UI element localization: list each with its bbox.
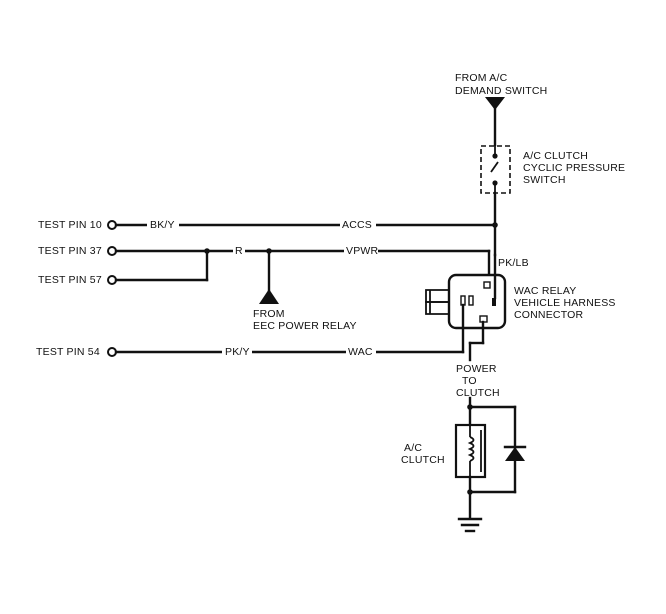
terminal-left xyxy=(460,295,466,306)
cyclic-label-2: CYCLIC PRESSURE xyxy=(523,162,625,174)
from-ac-demand-label-1: FROM A/C xyxy=(455,72,508,84)
wac-relay-label-3: CONNECTOR xyxy=(514,309,583,321)
terminal-right xyxy=(492,298,496,306)
wire-bky-label: BK/Y xyxy=(150,219,175,231)
wire-r-label: R xyxy=(235,245,243,257)
wire-pky-label: PK/Y xyxy=(225,346,250,358)
ac-clutch-label-2: CLUTCH xyxy=(401,454,445,466)
test-pin-37-circuit: TEST PIN 37 R VPWR PK/LB xyxy=(38,223,529,287)
eec-arrow-icon xyxy=(259,289,279,304)
ac-clutch-label-1: A/C xyxy=(404,442,422,454)
clutch-coil-icon xyxy=(467,436,475,462)
test-pin-10-label: TEST PIN 10 xyxy=(38,219,102,231)
wire-vpwr-label: VPWR xyxy=(346,245,379,257)
power-label-3: CLUTCH xyxy=(456,387,500,399)
power-label-1: POWER xyxy=(456,363,497,375)
wire-wac-label: WAC xyxy=(348,346,373,358)
cyclic-label-3: SWITCH xyxy=(523,174,566,186)
test-pin-54-circuit: TEST PIN 54 PK/Y WAC xyxy=(36,303,465,358)
switch-blade-icon xyxy=(490,161,499,173)
from-ac-demand-label-2: DEMAND SWITCH xyxy=(455,85,547,97)
connector-latch-lower xyxy=(425,301,449,315)
wac-relay-housing xyxy=(447,273,507,330)
test-pin-54-label: TEST PIN 54 xyxy=(36,346,100,358)
wire-pklb-label: PK/LB xyxy=(498,257,529,269)
cyclic-pressure-switch: A/C CLUTCH CYCLIC PRESSURE SWITCH xyxy=(480,145,625,194)
test-pin-57-label: TEST PIN 57 xyxy=(38,274,102,286)
test-pin-37-label: TEST PIN 37 xyxy=(38,245,102,257)
wac-relay-label-1: WAC RELAY xyxy=(514,285,576,297)
cyclic-label-1: A/C CLUTCH xyxy=(523,150,588,162)
ac-clutch: A/C CLUTCH xyxy=(401,423,487,479)
terminal-mid xyxy=(468,295,474,306)
test-pin-57-circuit: TEST PIN 57 xyxy=(38,249,209,286)
terminal-top xyxy=(483,281,491,289)
power-to-clutch-label: POWER TO CLUTCH xyxy=(456,363,500,399)
wac-relay-label-2: VEHICLE HARNESS xyxy=(514,297,616,309)
from-eec-label-2: EEC POWER RELAY xyxy=(253,320,357,332)
ground-icon xyxy=(457,517,483,533)
from-eec-label-1: FROM xyxy=(253,308,285,320)
diode-icon xyxy=(505,447,525,461)
from-eec-power-relay: FROM EEC POWER RELAY xyxy=(253,249,357,332)
clamping-diode xyxy=(503,445,527,461)
from-ac-demand-switch: FROM A/C DEMAND SWITCH xyxy=(455,72,547,110)
power-label-2: TO xyxy=(462,375,477,387)
connector-arrow-icon xyxy=(485,97,505,110)
wire-accs-label: ACCS xyxy=(342,219,372,231)
test-pin-10-circuit: TEST PIN 10 BK/Y ACCS xyxy=(38,219,498,231)
